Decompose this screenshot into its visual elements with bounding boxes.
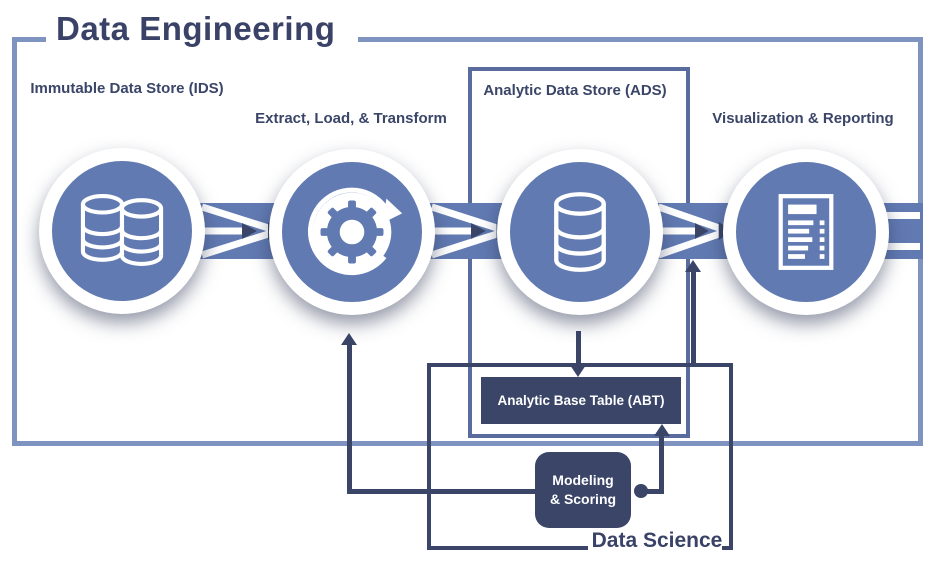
ads-to-abt-line <box>576 331 581 367</box>
gear-cycle-icon <box>308 187 403 276</box>
feedback-to-elt-line <box>347 344 352 494</box>
modeling-to-abt-arrowhead-icon <box>654 424 670 436</box>
diagram-title: Data Engineering <box>56 10 336 47</box>
modeling-to-abt-line-h <box>641 489 664 494</box>
stage-circle-visualization-reporting <box>723 149 889 315</box>
stage-label-analytic-data-store: Analytic Data Store (ADS) <box>483 82 667 99</box>
stage-circle-analytic-data-store <box>497 149 663 315</box>
title-border-gap <box>46 30 358 48</box>
modeling-label-line1: Modeling <box>552 472 614 488</box>
datascience-to-band-line <box>691 271 696 363</box>
data-science-label: Data Science <box>591 529 723 552</box>
stage-label-extract-load-transform: Extract, Load, & Transform <box>255 110 447 127</box>
stage-label-visualization-reporting: Visualization & Reporting <box>712 110 894 127</box>
report-icon <box>778 194 834 270</box>
datascience-to-band-arrowhead-icon <box>685 260 701 272</box>
modeling-to-elt-line <box>347 489 537 494</box>
stage-circle-extract-load-transform <box>269 149 435 315</box>
modeling-scoring-box: Modeling & Scoring <box>535 452 631 528</box>
modeling-label-line2: & Scoring <box>549 491 617 507</box>
modeling-to-abt-line-v <box>659 434 664 494</box>
connector-dot <box>634 484 648 498</box>
feedback-to-elt-arrowhead-icon <box>341 333 357 345</box>
parallel-bars-icon <box>862 212 920 250</box>
database-icon <box>554 192 606 272</box>
data-science-border-gap <box>588 538 722 552</box>
analytic-base-table-box: Analytic Base Table (ABT) <box>481 377 681 424</box>
stage-circle-immutable-data-store <box>39 148 205 314</box>
database-pair-icon <box>80 194 164 266</box>
stage-label-immutable-data-store: Immutable Data Store (IDS) <box>30 80 224 97</box>
ads-to-abt-arrowhead-icon <box>570 365 586 377</box>
